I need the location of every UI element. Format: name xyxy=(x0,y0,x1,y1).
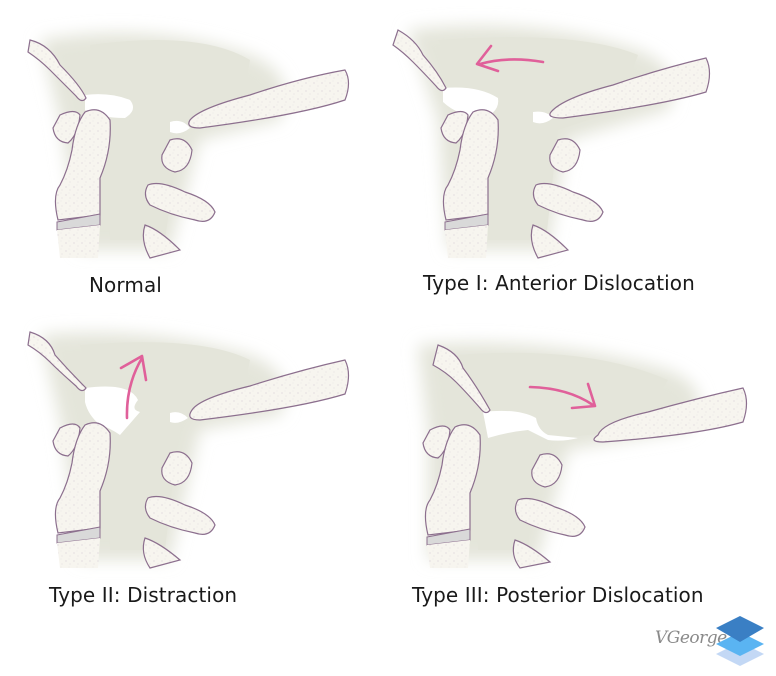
illustration-type3 xyxy=(418,342,748,569)
arrow-superior-icon xyxy=(119,354,148,420)
c2-spinous-process xyxy=(532,182,604,222)
caption-type1: Type I: Anterior Dislocation xyxy=(423,271,695,295)
layers-icon xyxy=(716,616,764,666)
arrow-posterior-icon xyxy=(528,382,597,410)
skull-base-bone xyxy=(188,69,350,129)
panel-type2: Type II: Distraction xyxy=(0,310,388,620)
c3-spinous-process xyxy=(142,224,182,259)
arrow-anterior-icon xyxy=(475,44,545,73)
c1-posterior-arch xyxy=(549,138,581,173)
illustration-normal xyxy=(27,32,350,259)
skull-base-bone xyxy=(549,57,711,119)
c3-spinous-process xyxy=(512,539,552,569)
caption-type2: Type II: Distraction xyxy=(49,583,238,607)
caption-normal: Normal xyxy=(89,273,162,297)
c2-spinous-process xyxy=(144,182,216,222)
c1-posterior-arch xyxy=(161,451,193,486)
occiput-bone xyxy=(392,29,447,92)
skull-base-bone xyxy=(593,387,748,443)
illustration-type1 xyxy=(392,25,711,259)
occiput-bone xyxy=(432,344,491,414)
c3-spinous-process xyxy=(530,224,570,259)
panel-normal: Normal xyxy=(0,0,388,310)
panel-type1: Type I: Anterior Dislocation xyxy=(388,0,776,310)
c1-posterior-arch xyxy=(531,453,563,488)
occiput-bone xyxy=(27,331,87,392)
c2-spinous-process xyxy=(514,497,586,537)
illustration-type2 xyxy=(27,331,350,569)
panel-type3: Type III: Posterior Dislocation xyxy=(388,310,776,620)
skull-base-bone xyxy=(189,359,350,421)
signature: VGeorge xyxy=(655,628,727,648)
occiput-bone xyxy=(27,39,87,102)
c1-posterior-arch xyxy=(161,138,193,173)
c2-spinous-process xyxy=(144,495,216,535)
caption-type3: Type III: Posterior Dislocation xyxy=(412,583,704,607)
c3-spinous-process xyxy=(142,537,182,569)
